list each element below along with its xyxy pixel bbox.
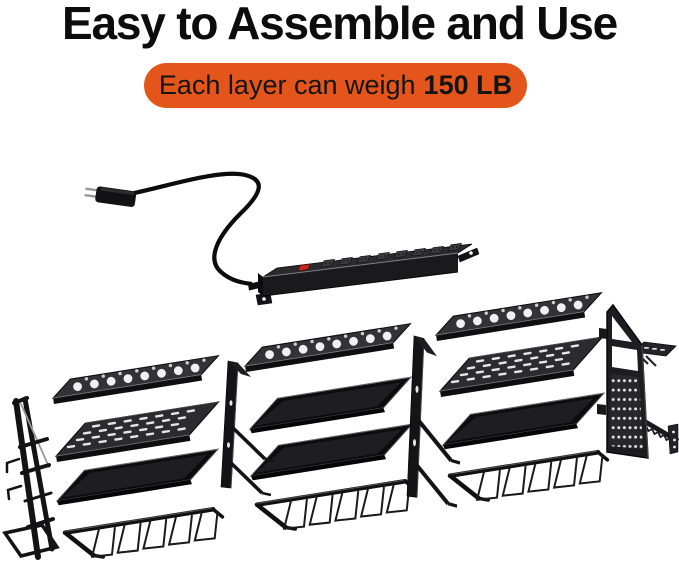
hook-rail-2 (257, 479, 418, 535)
hook-rail-1 (65, 507, 226, 563)
shelf-assembly (2, 292, 679, 563)
section-right (433, 292, 611, 506)
wall-bracket-2 (407, 336, 460, 506)
weight-badge: Each layer can weigh 150 LB (144, 63, 527, 108)
badge-weight-value: 150 LB (423, 70, 513, 100)
drill-holder-strip-2 (242, 323, 415, 373)
left-side-frame (2, 396, 60, 560)
badge-prefix: Each layer can weigh (158, 70, 416, 100)
flat-tray-3 (438, 392, 610, 450)
power-plug-icon (84, 186, 137, 207)
headline-text: Easy to Assemble and Use (62, 0, 618, 49)
drill-holder-strip-1 (50, 355, 223, 405)
flat-tray-2a (245, 376, 417, 434)
power-strip-body (248, 242, 480, 306)
drill-holder-strip-3 (433, 292, 606, 342)
section-left (50, 355, 226, 563)
power-switch (297, 263, 311, 272)
flat-tray-2b (246, 423, 418, 481)
power-cord (133, 171, 261, 287)
pegboard-side-panel (597, 303, 679, 459)
slotted-shelf-3 (435, 336, 609, 398)
hook-rail-3 (450, 450, 611, 506)
section-middle (242, 323, 418, 535)
power-strip (84, 171, 480, 306)
